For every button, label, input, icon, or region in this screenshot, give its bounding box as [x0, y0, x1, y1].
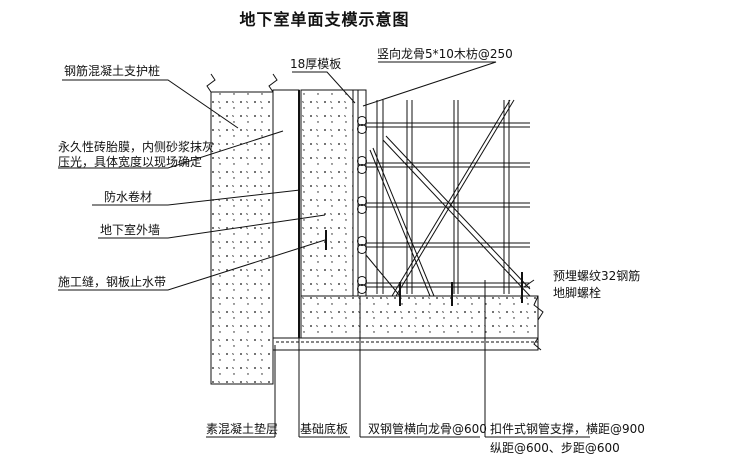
label-anchor-line2: 地脚螺栓 — [553, 285, 601, 300]
label-waterproof: 防水卷材 — [104, 189, 152, 204]
vertical-studs — [357, 89, 367, 297]
label-formwork: 18厚模板 — [290, 57, 341, 71]
label-support-line2: 纵距@600、步距@600 — [490, 441, 620, 455]
anchor-bars — [399, 272, 523, 306]
double-pipe-walers — [357, 116, 367, 294]
basement-outer-wall — [298, 89, 354, 338]
label-brick-line1: 永久性砖胎膜，内侧砂浆抹灰 — [58, 139, 214, 154]
diagram-title: 地下室单面支模示意图 — [239, 10, 410, 29]
label-anchor-line1: 预埋螺纹32钢筋 — [553, 268, 640, 283]
brick-formwork — [272, 89, 300, 339]
label-base-slab: 基础底板 — [300, 421, 348, 436]
label-joint: 施工缝，钢板止水带 — [58, 274, 166, 289]
label-pile: 钢筋混凝土支护桩 — [64, 63, 160, 78]
base-slab — [300, 295, 544, 339]
label-brick-line2: 压光，具体宽度以现场确定 — [58, 154, 202, 169]
label-outer-wall: 地下室外墙 — [100, 222, 160, 237]
scaffold-frame — [365, 99, 531, 297]
label-stud: 竖向龙骨5*10木枋@250 — [377, 46, 513, 61]
leader-lines — [58, 61, 590, 438]
label-cushion: 素混凝土垫层 — [206, 421, 278, 436]
label-support-line1: 扣件式钢管支撑，横距@900 — [490, 421, 645, 436]
label-waler: 双钢管横向龙骨@600 — [368, 421, 487, 436]
concrete-cushion — [272, 337, 542, 351]
support-pile — [206, 73, 278, 385]
